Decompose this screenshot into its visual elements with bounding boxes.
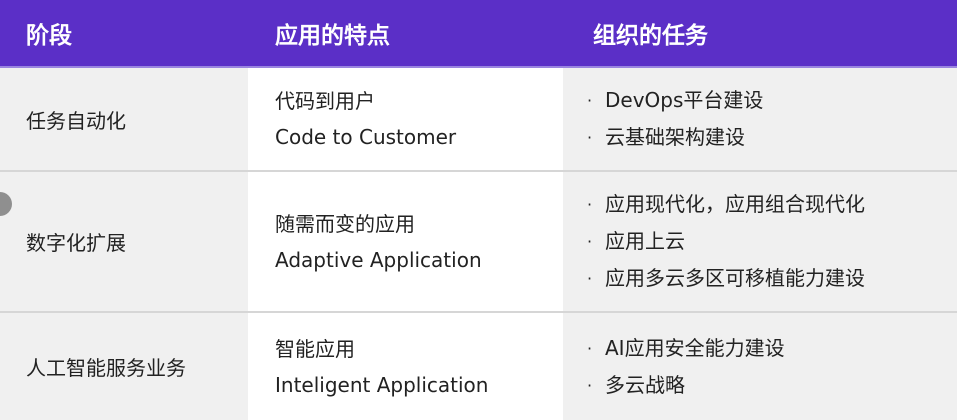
task-item: · 应用多云多区可移植能力建设 (587, 260, 957, 297)
header-stage: 阶段 (26, 23, 72, 49)
task-text: 云基础架构建设 (605, 125, 745, 149)
scroll-handle-icon[interactable] (0, 192, 12, 216)
table-row: 人工智能服务业务 智能应用 Inteligent Application · A… (0, 313, 957, 420)
feature-en: Inteligent Application (275, 372, 489, 397)
tasks-cell: · DevOps平台建设 · 云基础架构建设 (563, 68, 957, 170)
task-text: AI应用安全能力建设 (605, 335, 785, 360)
header-app-features: 应用的特点 (275, 23, 390, 49)
task-text: 多云战略 (605, 372, 685, 397)
feature-cn: 智能应用 (275, 336, 355, 361)
header-org-tasks: 组织的任务 (593, 23, 708, 49)
table-row: 任务自动化 代码到用户 Code to Customer · DevOps平台建… (0, 68, 957, 172)
task-text: DevOps平台建设 (605, 88, 764, 112)
task-item: · 应用现代化，应用组合现代化 (587, 186, 957, 223)
stage-cell: 人工智能服务业务 (0, 313, 248, 420)
task-item: · 云基础架构建设 (587, 119, 957, 156)
stage-cell: 数字化扩展 (0, 172, 248, 311)
table-row: 数字化扩展 随需而变的应用 Adaptive Application · 应用现… (0, 172, 957, 313)
task-item: · DevOps平台建设 (587, 82, 957, 119)
stage-label: 人工智能服务业务 (26, 356, 186, 380)
tasks-cell: · AI应用安全能力建设 · 多云战略 (563, 313, 957, 420)
bullet-icon: · (587, 91, 593, 110)
task-item: · AI应用安全能力建设 (587, 330, 957, 367)
bullet-icon: · (587, 375, 593, 395)
feature-cn: 代码到用户 (275, 89, 375, 113)
table-header: 阶段 应用的特点 组织的任务 (0, 0, 957, 68)
feature-cell: 智能应用 Inteligent Application (248, 313, 563, 420)
stage-label: 任务自动化 (26, 108, 126, 133)
bullet-icon: · (587, 128, 593, 147)
feature-cn: 随需而变的应用 (275, 211, 415, 236)
task-item: · 应用上云 (587, 223, 957, 260)
tasks-cell: · 应用现代化，应用组合现代化 · 应用上云 · 应用多云多区可移植能力建设 (563, 172, 957, 311)
task-text: 应用多云多区可移植能力建设 (605, 266, 865, 290)
feature-en: Adaptive Application (275, 247, 482, 272)
bullet-icon: · (587, 338, 593, 358)
task-item: · 多云战略 (587, 367, 957, 404)
stage-cell: 任务自动化 (0, 68, 248, 170)
feature-en: Code to Customer (275, 125, 457, 149)
stage-label: 数字化扩展 (26, 231, 126, 255)
bullet-icon: · (587, 269, 593, 288)
bullet-icon: · (587, 195, 593, 214)
task-text: 应用现代化，应用组合现代化 (605, 192, 865, 216)
feature-cell: 代码到用户 Code to Customer (248, 68, 563, 170)
feature-cell: 随需而变的应用 Adaptive Application (248, 172, 563, 311)
bullet-icon: · (587, 232, 593, 251)
task-text: 应用上云 (605, 229, 685, 253)
